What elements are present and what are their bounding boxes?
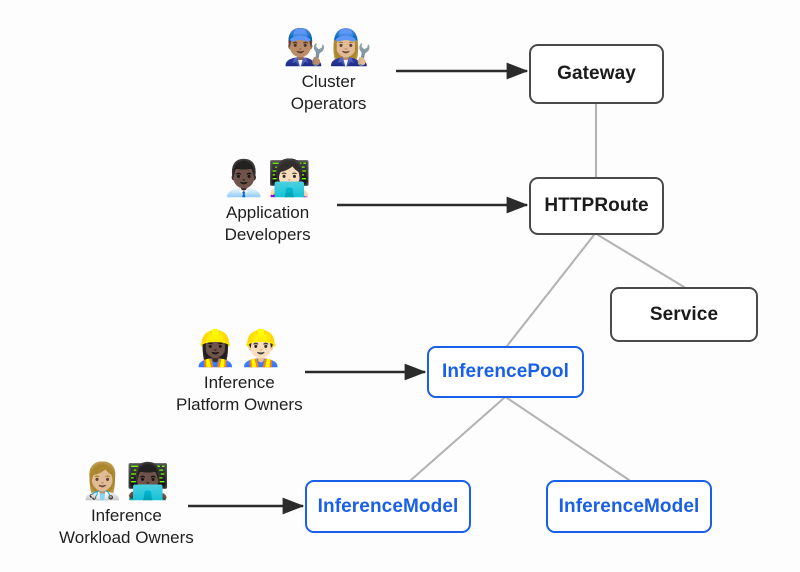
- cluster-operators-mechanic-icons: 👨🏽‍🔧👩🏼‍🔧: [283, 28, 375, 68]
- persona-inference-workload-owners-label: Inference Workload Owners: [59, 505, 194, 549]
- persona-inference-platform-owners-line2: Platform Owners: [176, 394, 303, 414]
- inference-workload-owners-health-worker-icons: 👩🏼‍⚕️👨🏿‍💻: [80, 462, 172, 502]
- persona-application-developers-label: Application Developers: [225, 202, 311, 246]
- node-httproute[interactable]: HTTPRoute: [529, 177, 664, 235]
- inference-platform-owners-construction-worker-icons: 👷🏿‍♀️👷🏻‍♂️: [193, 329, 285, 369]
- edge-httproute-to-service: [596, 233, 686, 289]
- node-inferencemodel-left[interactable]: InferenceModel: [305, 480, 471, 533]
- node-gateway[interactable]: Gateway: [529, 44, 664, 104]
- persona-application-developers-line2: Developers: [224, 224, 311, 244]
- persona-cluster-operators-line1: Cluster: [301, 71, 356, 91]
- application-developers-worker-icons: 👨🏿‍💼👩🏻‍💻: [222, 159, 314, 199]
- persona-application-developers-line1: Application: [225, 202, 310, 222]
- node-gateway-label: Gateway: [557, 63, 636, 84]
- edge-inferencepool-to-model-left: [409, 396, 506, 482]
- node-inferencemodel-right[interactable]: InferenceModel: [546, 480, 712, 533]
- persona-inference-workload-owners-line2: Workload Owners: [59, 527, 194, 547]
- node-service-label: Service: [649, 303, 719, 325]
- persona-inference-platform-owners-line1: Inference: [203, 372, 275, 392]
- persona-inference-platform-owners: 👷🏿‍♀️👷🏻‍♂️ Inference Platform Owners: [176, 331, 303, 415]
- node-service[interactable]: Service: [610, 287, 758, 342]
- persona-inference-workload-owners: 👩🏼‍⚕️👨🏿‍💻 Inference Workload Owners: [59, 464, 194, 548]
- edge-inferencepool-to-model-right: [505, 396, 631, 482]
- edge-httproute-to-inferencepool: [505, 233, 596, 348]
- node-inferencepool-label: InferencePool: [442, 361, 569, 382]
- node-httproute-label: HTTPRoute: [544, 195, 649, 216]
- node-inferencemodel-left-label: InferenceModel: [317, 495, 459, 517]
- persona-application-developers: 👨🏿‍💼👩🏻‍💻 Application Developers: [222, 161, 313, 245]
- persona-cluster-operators-label: Cluster Operators: [291, 71, 367, 115]
- persona-cluster-operators: 👨🏽‍🔧👩🏼‍🔧 Cluster Operators: [283, 30, 374, 114]
- node-inferencepool[interactable]: InferencePool: [427, 346, 584, 398]
- node-inferencemodel-right-label: InferenceModel: [558, 495, 700, 517]
- persona-cluster-operators-line2: Operators: [290, 93, 367, 113]
- persona-inference-platform-owners-label: Inference Platform Owners: [176, 372, 303, 416]
- persona-inference-workload-owners-line1: Inference: [90, 505, 162, 525]
